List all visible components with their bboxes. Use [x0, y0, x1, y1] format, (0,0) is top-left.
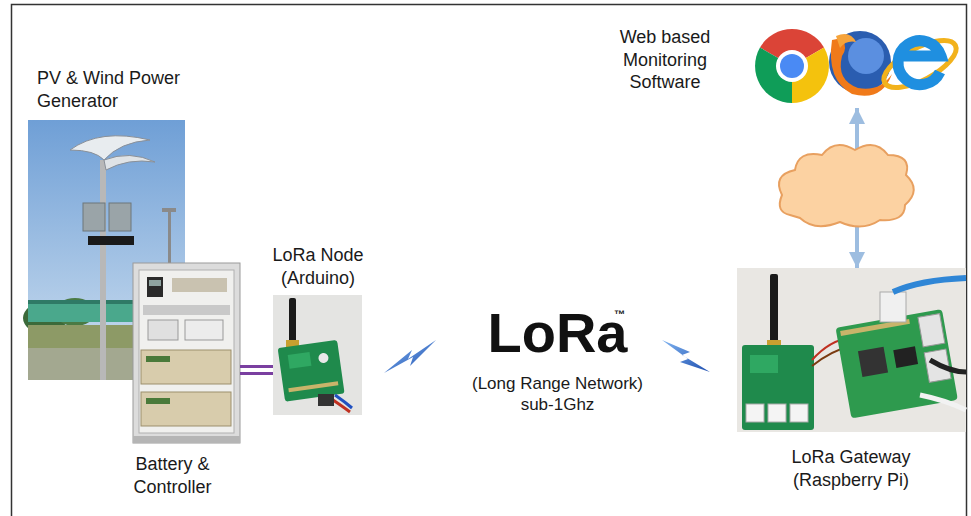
- double-wire-connector: [240, 367, 273, 374]
- internet-cloud: [779, 145, 914, 227]
- text-holder: Battery & Controller: [115, 453, 230, 498]
- generator-photo: [23, 120, 186, 380]
- wireless-bolt: [662, 340, 710, 372]
- generator-photo-frame: PV & Wind Power Generator: [28, 120, 185, 380]
- web-software-box: Web based Monitoring Software: [606, 22, 958, 108]
- text-holder: Web based Monitoring Software: [606, 26, 724, 94]
- trademark-mark: ™: [614, 309, 625, 320]
- cabinet-photo-frame: Battery & Controller: [133, 263, 240, 443]
- gateway-photo: [737, 268, 966, 432]
- network-logo-text: LoRa: [445, 304, 670, 363]
- node-heading: Battery & Controller: [115, 453, 230, 498]
- node-heading: LoRa Gateway (Raspberry Pi): [776, 446, 926, 491]
- text-holder: PV & Wind Power Generator: [37, 67, 207, 112]
- node-heading: PV & Wind Power Generator: [37, 67, 207, 112]
- lora-node-photo: [273, 295, 362, 415]
- node-heading: Web based Monitoring Software: [606, 26, 724, 94]
- browser-icons: [755, 29, 963, 103]
- data-link-arrow: [857, 108, 858, 268]
- network-subtitle: (Long Range Network) sub-1Ghz: [458, 373, 658, 416]
- node-heading: LoRa Node (Arduino): [263, 244, 373, 289]
- frame: [12, 5, 967, 516]
- gateway-photo-frame: LoRa Gateway (Raspberry Pi): [737, 268, 966, 432]
- cabinet-photo: [133, 263, 240, 443]
- network-logo-box: LoRa (Long Range Network) sub-1Ghz: [445, 298, 670, 415]
- text-holder: LoRa Node (Arduino): [263, 244, 373, 289]
- wireless-bolt: [384, 340, 436, 373]
- node-photo-frame: LoRa Node (Arduino): [273, 295, 362, 415]
- text-holder: LoRa Gateway (Raspberry Pi): [776, 446, 926, 491]
